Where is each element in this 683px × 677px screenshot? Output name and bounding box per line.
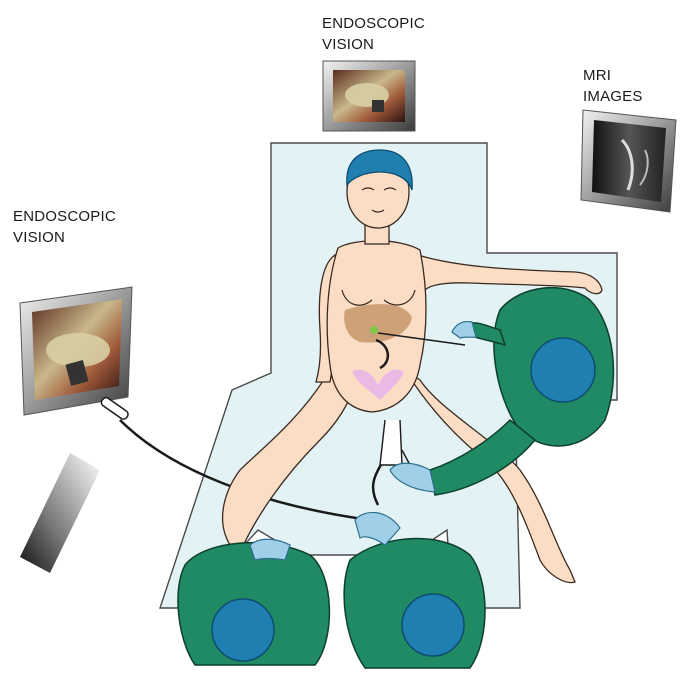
surgeon-bottom-left-arm: [250, 539, 290, 560]
surgeon-bottom-right-cap: [402, 594, 464, 656]
surgeon-bottom-left: [178, 539, 329, 665]
surgeon-bottom-left-cap: [212, 599, 274, 661]
port-marker: [370, 326, 378, 334]
instrument-bar: [20, 453, 100, 573]
endoscopic-monitor-left: [20, 287, 132, 415]
mri-monitor: [581, 110, 676, 212]
endoscopic-monitor-top: [323, 61, 415, 131]
surgeon-right-cap: [531, 338, 595, 402]
